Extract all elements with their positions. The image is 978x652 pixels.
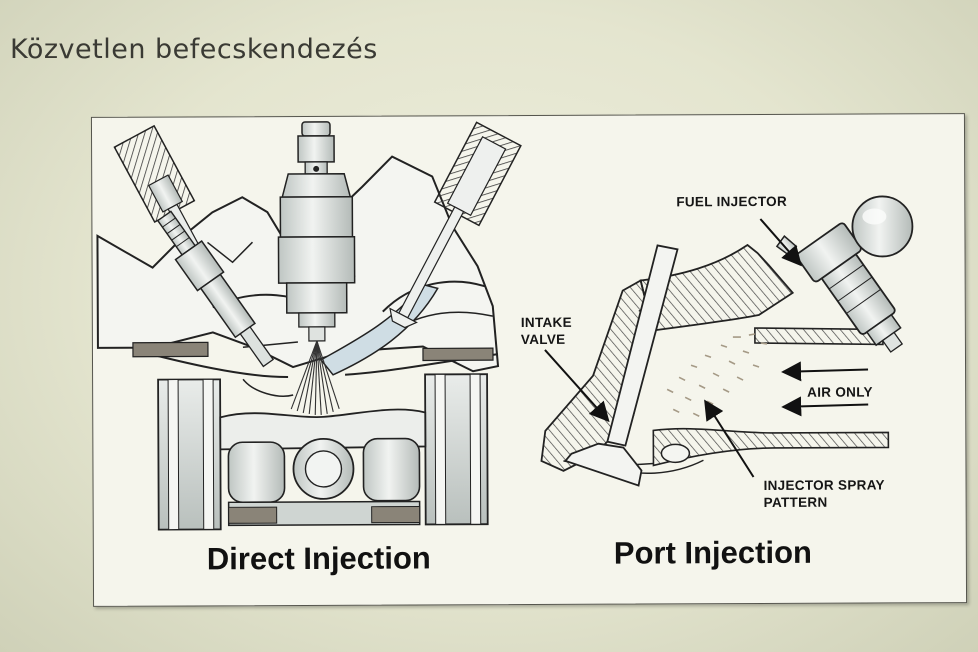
intake-valve-shape: [563, 244, 679, 487]
fuel-injector-leader: [759, 218, 802, 267]
port-injection-drawing: [540, 195, 914, 487]
port-spray-dashes: [666, 333, 768, 417]
air-only-label: AIR ONLY: [807, 384, 873, 400]
direct-fuel-injector: [277, 121, 356, 342]
slide-title: Közvetlen befecskendezés: [10, 34, 378, 65]
direct-injection-caption: Direct Injection: [206, 540, 431, 577]
air-arrow-lower: [781, 396, 869, 417]
injection-comparison-figure: FUEL INJECTOR INTAKE VALVE AIR ONLY INJE…: [90, 113, 968, 607]
port-fuel-injector: [775, 222, 904, 353]
spray-pattern-label: INJECTOR SPRAY PATTERN: [763, 477, 885, 510]
intake-valve-label: INTAKE VALVE: [520, 314, 572, 348]
air-arrow-upper: [781, 361, 869, 382]
port-injection-caption: Port Injection: [613, 534, 812, 571]
direct-spray-cone: [290, 340, 340, 415]
intake-valve-leader: [544, 349, 610, 423]
injection-illustration: [96, 121, 914, 531]
spray-pattern-leader: [704, 399, 755, 478]
fuel-injector-label: FUEL INJECTOR: [676, 193, 788, 210]
direct-injection-drawing: [96, 121, 522, 531]
